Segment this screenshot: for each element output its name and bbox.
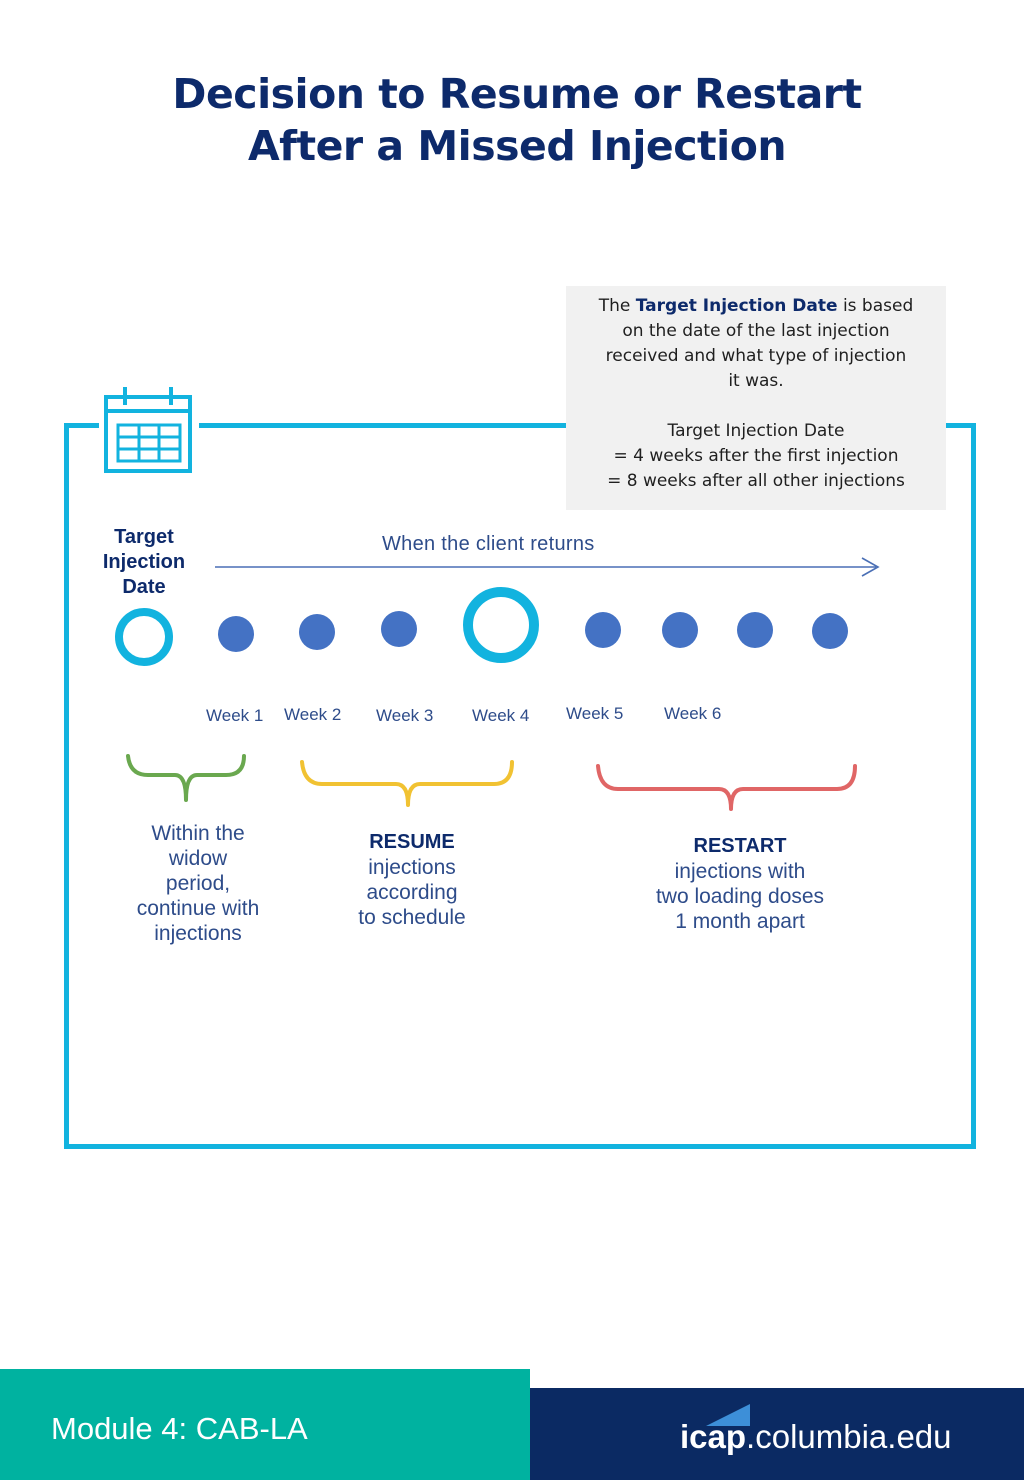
restart-line-1: injections with <box>674 860 806 883</box>
brand-url[interactable]: icap.columbia.edu <box>680 1418 952 1456</box>
info-line-2: on the date of the last injection <box>622 321 890 341</box>
info-rule-title: Target Injection Date <box>667 421 845 441</box>
info-rule-other: = 8 weeks after all other injections <box>607 471 905 491</box>
week-label-2: Week 2 <box>284 705 342 724</box>
resume-heading: RESUME <box>369 831 455 853</box>
week-label-1: Week 1 <box>206 706 264 725</box>
window-line-5: injections <box>154 922 242 945</box>
client-returns-label: When the client returns <box>382 533 595 555</box>
resume-caption: RESUME injections according to schedule <box>332 830 492 930</box>
info-box: The Target Injection Date is based on th… <box>566 286 946 510</box>
week-label-4: Week 4 <box>472 706 530 725</box>
timeline-frame <box>64 423 976 1149</box>
week-4-ring <box>463 587 539 663</box>
timeline-arrow-head <box>861 557 880 577</box>
resume-brace <box>300 760 514 807</box>
info-line-1: The Target Injection Date is based <box>566 294 946 319</box>
title-line-2: After a Missed Injection <box>247 122 787 170</box>
restart-heading: RESTART <box>693 835 787 857</box>
window-caption: Within the widow period, continue with i… <box>118 821 278 946</box>
week-3-dot <box>381 611 417 647</box>
week-8-dot <box>812 613 848 649</box>
week-label-5: Week 5 <box>566 704 624 723</box>
timeline-svg <box>115 557 880 811</box>
footer-module-band <box>0 1369 530 1480</box>
resume-line-3: to schedule <box>358 906 466 929</box>
week-6-dot <box>662 612 698 648</box>
window-line-1: Within the <box>151 822 245 845</box>
restart-line-3: 1 month apart <box>675 910 805 933</box>
week-label-6: Week 6 <box>664 704 722 723</box>
window-line-4: continue with <box>136 897 260 920</box>
week-7-dot <box>737 612 773 648</box>
brand-bold: icap <box>680 1418 747 1455</box>
tid-label-line-2: Injection <box>102 551 186 573</box>
module-label: Module 4: CAB-LA <box>51 1411 308 1446</box>
info-prefix: The <box>598 296 636 316</box>
week-5-dot <box>585 612 621 648</box>
restart-brace <box>596 764 857 811</box>
page-title: Decision to Resume or Restart After a Mi… <box>0 68 1024 172</box>
restart-caption: RESTART injections with two loading dose… <box>640 834 840 934</box>
week-2-dot <box>299 614 335 650</box>
resume-line-2: according <box>366 881 458 904</box>
info-highlight: Target Injection Date <box>635 296 838 316</box>
window-brace <box>126 754 246 802</box>
title-line-1: Decision to Resume or Restart <box>172 70 862 118</box>
restart-line-2: two loading doses <box>655 885 825 908</box>
info-line1-rest: is based <box>837 296 914 316</box>
target-injection-date-label: Target Injection Date <box>94 525 194 600</box>
target-date-ring <box>115 608 173 666</box>
tid-label-line-1: Target <box>114 526 174 548</box>
week-1-dot <box>218 616 254 652</box>
window-line-3: period, <box>165 872 231 895</box>
tid-label-line-3: Date <box>122 576 166 598</box>
brand-rest: .columbia.edu <box>746 1418 952 1455</box>
info-line-3: received and what type of injection <box>605 346 907 366</box>
info-rule-first: = 4 weeks after the first injection <box>613 446 899 466</box>
icap-logo-icon <box>706 1404 750 1426</box>
week-label-3: Week 3 <box>376 706 434 725</box>
window-line-2: widow <box>168 847 228 870</box>
footer-brand-band <box>530 1388 1024 1480</box>
resume-line-1: injections <box>368 856 456 879</box>
calendar-icon <box>104 387 192 473</box>
info-line-4: it was. <box>728 371 784 391</box>
